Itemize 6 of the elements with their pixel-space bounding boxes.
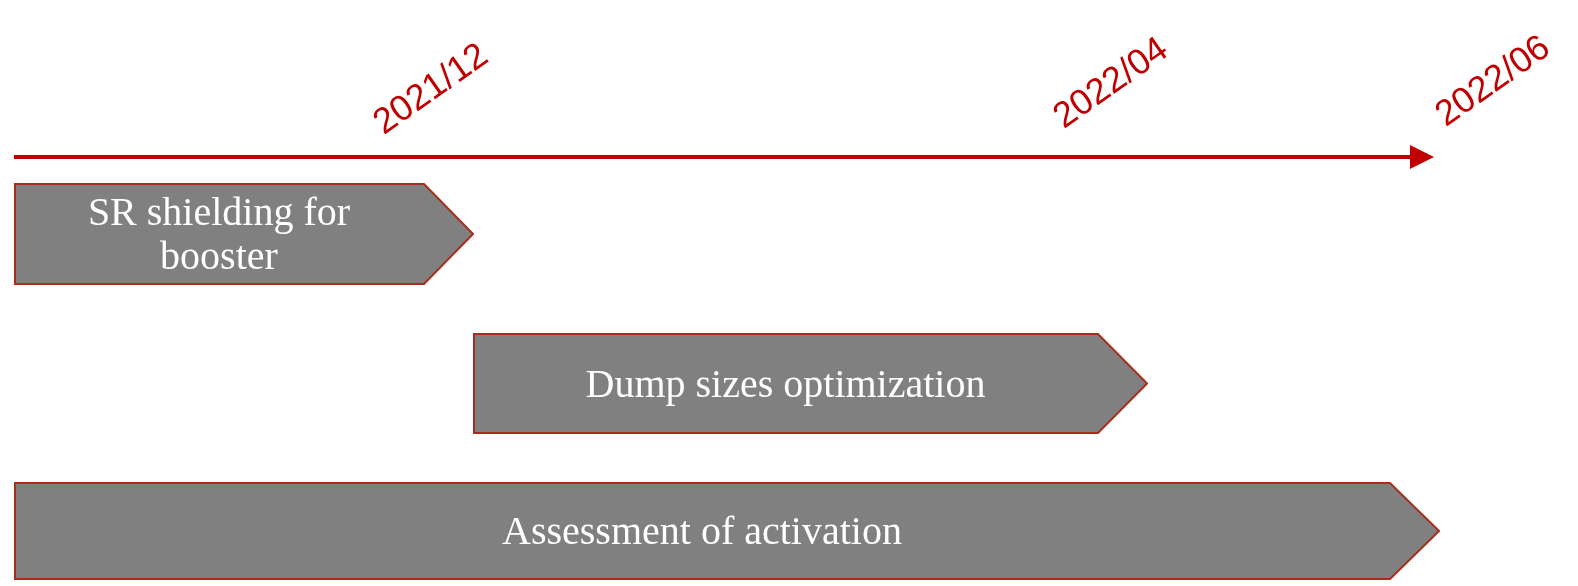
- task-label: SR shielding for booster: [86, 190, 352, 278]
- task-bar: [14, 482, 1440, 580]
- task-label: Assessment of activation: [502, 509, 902, 553]
- task-bar: [473, 333, 1148, 434]
- task-label: Dump sizes optimization: [585, 361, 986, 406]
- task-bar: [14, 183, 474, 285]
